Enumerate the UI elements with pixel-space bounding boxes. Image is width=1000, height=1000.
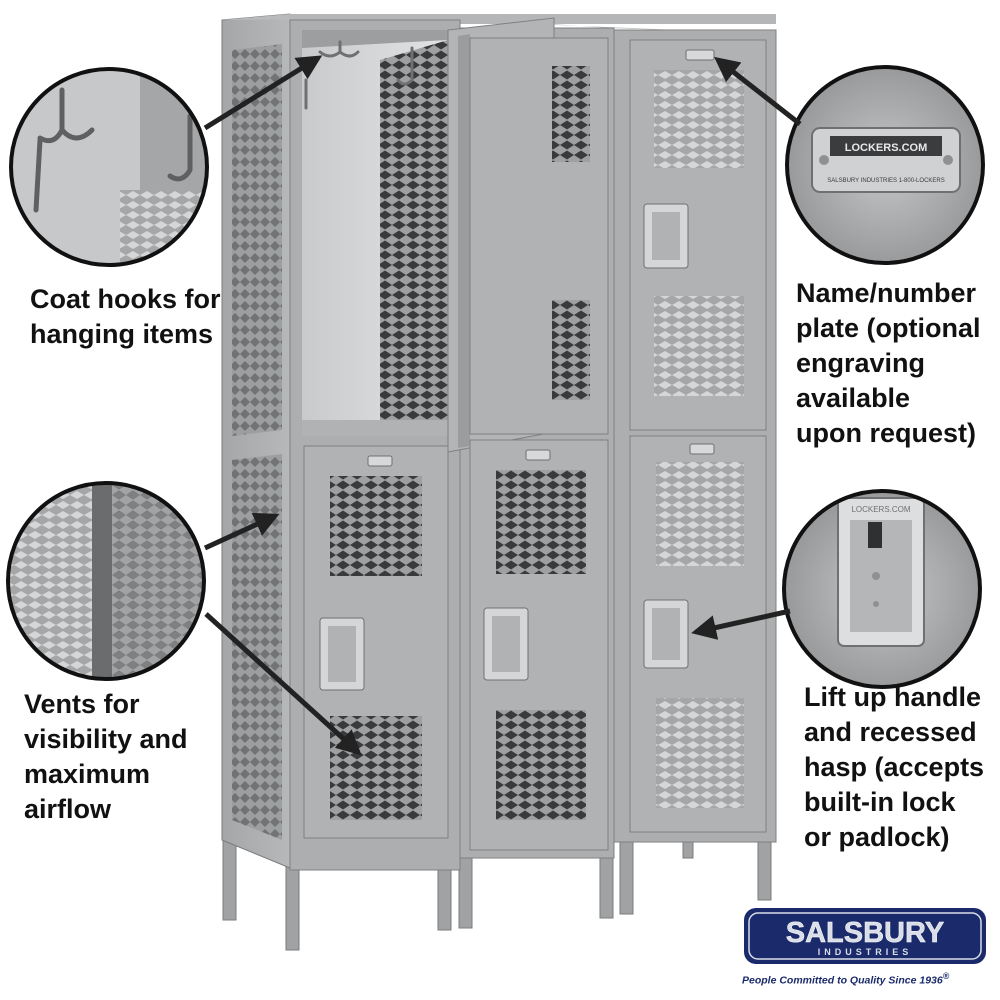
trademark-symbol: ® xyxy=(942,971,950,981)
salsbury-logo: SALSBURY INDUSTRIES xyxy=(744,908,986,964)
name-plate-line-2: plate (optional xyxy=(796,313,981,343)
brand-name: SALSBURY xyxy=(786,917,944,949)
lower-door-2 xyxy=(469,439,609,851)
callout-vents: Vents for visibility and maximum airflow xyxy=(24,687,188,827)
plate-subtext: SALSBURY INDUSTRIES 1-800-LOCKERS xyxy=(827,178,945,184)
brand-subtitle: INDUSTRIES xyxy=(818,947,913,957)
vents-line-4: airflow xyxy=(24,794,112,824)
lower-door-3 xyxy=(629,435,767,833)
brand-tagline: People Committed to Quality Since 1936® xyxy=(742,971,992,987)
handle-line-4: built-in lock xyxy=(804,787,956,817)
arrow-coat-hooks xyxy=(203,55,323,131)
vents-line-1: Vents for xyxy=(24,689,140,719)
zoom-circle-handle: LOCKERS.COM xyxy=(782,489,982,689)
locker-bank xyxy=(221,13,777,951)
lower-door-1 xyxy=(303,445,449,839)
arrow-name-plate xyxy=(714,56,802,126)
handle-line-1: Lift up handle xyxy=(804,682,981,712)
handle-line-5: or padlock) xyxy=(804,822,950,852)
locker-legs xyxy=(222,829,772,951)
coat-hooks-line-1: Coat hooks for xyxy=(30,284,221,314)
zoom-circle-vents xyxy=(6,481,206,681)
callout-handle: Lift up handle and recessed hasp (accept… xyxy=(804,680,984,855)
vents-line-3: maximum xyxy=(24,759,151,789)
callout-coat-hooks: Coat hooks for hanging items xyxy=(30,282,221,352)
zoom-circle-coat-hooks xyxy=(9,67,209,267)
brand-tagline-text: People Committed to Quality Since 1936 xyxy=(742,974,943,987)
name-plate-line-1: Name/number xyxy=(796,278,977,308)
vents-line-2: visibility and xyxy=(24,724,188,754)
arrow-vents-upper xyxy=(203,512,280,551)
coat-hooks-line-2: hanging items xyxy=(30,319,214,349)
plate-text: LOCKERS.COM xyxy=(845,142,928,154)
open-compartment xyxy=(302,30,448,436)
callout-name-plate: Name/number plate (optional engraving av… xyxy=(796,276,981,451)
name-plate-line-4: available xyxy=(796,383,911,413)
name-plate-line-3: engraving xyxy=(796,348,926,378)
arrow-vents-lower xyxy=(204,612,362,756)
handle-line-3: hasp (accepts xyxy=(804,752,985,782)
handle-plate-text: LOCKERS.COM xyxy=(851,505,910,514)
handle-line-2: and recessed xyxy=(804,717,977,747)
zoom-circle-name-plate: LOCKERS.COM SALSBURY INDUSTRIES 1-800-LO… xyxy=(785,65,985,265)
upper-door-3 xyxy=(629,39,767,431)
arrow-handle xyxy=(691,608,791,640)
upper-door-2 xyxy=(469,37,609,435)
callout-arrows xyxy=(203,55,802,756)
name-plate-line-5: upon request) xyxy=(796,418,976,448)
coat-hooks xyxy=(304,40,414,110)
